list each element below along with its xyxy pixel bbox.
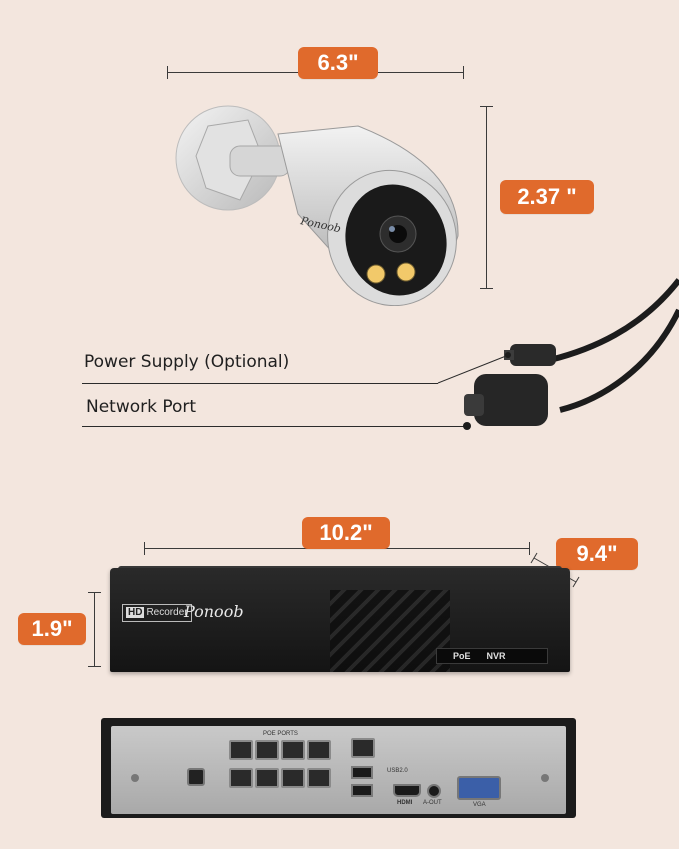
network-port-pointer bbox=[82, 426, 466, 427]
audio-out-label: A-OUT bbox=[423, 800, 442, 806]
nvr-height-tick-top bbox=[88, 592, 101, 593]
network-port-label: Network Port bbox=[86, 397, 197, 417]
poe-port-4 bbox=[307, 740, 331, 760]
nvr-width-tick-right bbox=[529, 542, 530, 555]
power-supply-pointer-tail bbox=[437, 352, 511, 384]
bullet-camera-image: Ponoob bbox=[175, 105, 459, 306]
camera-width-badge: 6.3" bbox=[298, 47, 378, 79]
screw-icon bbox=[131, 774, 139, 782]
usb-label: USB2.0 bbox=[387, 768, 408, 774]
nvr-brand-logo: Ponoob bbox=[184, 602, 244, 621]
nvr-width-tick-left bbox=[144, 542, 145, 555]
nvr-nvr-text: NVR bbox=[486, 651, 506, 661]
camera-width-tick-right bbox=[463, 66, 464, 79]
camera-height-badge: 2.37 " bbox=[500, 180, 594, 214]
nvr-depth-badge: 9.4" bbox=[556, 538, 638, 570]
poe-port-8 bbox=[307, 768, 331, 788]
camera-height-line bbox=[486, 106, 487, 288]
hdmi-label: HDMI bbox=[397, 800, 413, 806]
poe-port-1 bbox=[229, 740, 253, 760]
power-supply-pointer bbox=[82, 383, 438, 384]
lan-port bbox=[351, 738, 375, 758]
power-jack-icon bbox=[187, 768, 205, 786]
poe-port-5 bbox=[229, 768, 253, 788]
nvr-hd-text: HD bbox=[126, 607, 145, 618]
poe-port-2 bbox=[255, 740, 279, 760]
vga-port bbox=[457, 776, 501, 800]
nvr-height-line bbox=[94, 592, 95, 666]
nvr-status-panel: PoE NVR bbox=[436, 648, 548, 664]
vga-label: VGA bbox=[473, 802, 486, 808]
usb-port-1 bbox=[351, 766, 373, 779]
usb-port-2 bbox=[351, 784, 373, 797]
network-port-pointer-dot bbox=[463, 422, 471, 430]
poe-port-6 bbox=[255, 768, 279, 788]
power-supply-label: Power Supply (Optional) bbox=[84, 352, 290, 372]
nvr-height-tick-bottom bbox=[88, 666, 101, 667]
camera-height-tick-top bbox=[480, 106, 493, 107]
nvr-width-badge: 10.2" bbox=[302, 517, 390, 549]
nvr-poe-text: PoE bbox=[453, 651, 471, 661]
screw-icon bbox=[541, 774, 549, 782]
audio-out-jack bbox=[427, 784, 441, 798]
nvr-height-badge: 1.9" bbox=[18, 613, 86, 645]
nvr-stripe-pattern bbox=[330, 590, 450, 672]
poe-port-7 bbox=[281, 768, 305, 788]
camera-cables-image bbox=[464, 278, 679, 426]
nvr-recorder-text: Recorder bbox=[146, 607, 188, 618]
nvr-rear-plate: POE PORTS USB2.0 HDMI A-OUT VGA bbox=[111, 726, 566, 814]
poe-ports-label: POE PORTS bbox=[263, 731, 298, 737]
camera-width-tick-left bbox=[167, 66, 168, 79]
nvr-rear-panel: POE PORTS USB2.0 HDMI A-OUT VGA bbox=[101, 718, 576, 818]
camera-height-tick-bottom bbox=[480, 288, 493, 289]
poe-port-3 bbox=[281, 740, 305, 760]
hdmi-port bbox=[393, 784, 421, 797]
